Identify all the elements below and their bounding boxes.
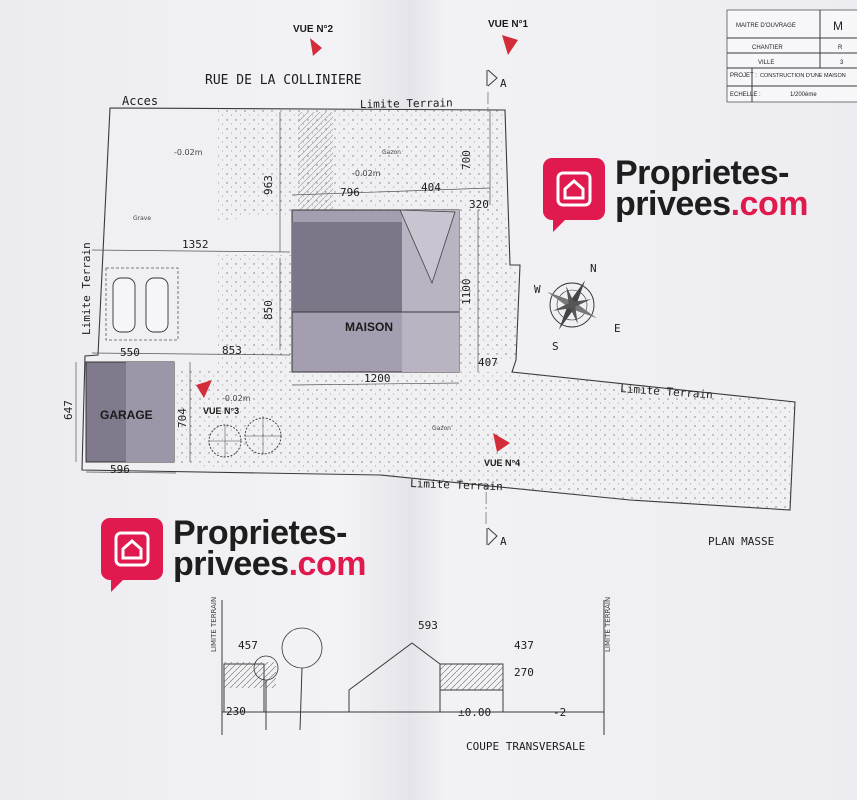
brand-tld: .com xyxy=(288,545,367,583)
access-label: Acces xyxy=(122,94,158,108)
coupe-level-minus: -2 xyxy=(553,706,566,719)
tree-icon xyxy=(208,417,282,458)
brand-name-line2: privees xyxy=(615,185,731,223)
lawn-south xyxy=(176,370,795,510)
brand-logo-icon xyxy=(543,158,605,232)
title-city-label: VILLE xyxy=(758,60,774,66)
title-scale-label: ECHELLE : xyxy=(730,92,761,98)
dim-850: 850 xyxy=(262,300,275,320)
title-site-label: CHANTIER xyxy=(752,45,783,51)
limite-terrain-right: Limite Terrain xyxy=(620,382,713,401)
dim-963: 963 xyxy=(262,175,275,195)
dim-1200: 1200 xyxy=(364,372,391,385)
parking-area xyxy=(105,267,179,341)
limite-terrain-bottom: Limite Terrain xyxy=(410,477,503,493)
compass-w: W xyxy=(534,283,541,296)
section-mark-top: A xyxy=(500,77,507,90)
title-city-value: 3 xyxy=(840,60,844,66)
coupe-dim-457: 457 xyxy=(238,639,258,652)
plan-masse-title: PLAN MASSE xyxy=(708,535,774,548)
coupe-level-zero: ±0.00 xyxy=(458,706,491,719)
title-project-label: PROJET : xyxy=(730,73,757,79)
section-mark-bottom: A xyxy=(500,535,507,548)
coupe-title: COUPE TRANSVERSALE xyxy=(466,740,585,753)
gazon-label-north: Gazon xyxy=(382,149,401,156)
compass-n: N xyxy=(590,262,597,275)
section-marker-bottom: A xyxy=(486,527,507,548)
house-footprint: MAISON xyxy=(291,209,460,373)
title-site-value: R xyxy=(838,45,843,51)
title-project-value: CONSTRUCTION D'UNE MAISON xyxy=(760,73,846,79)
brand-watermark: Proprietes- privees.com xyxy=(543,154,809,232)
lawn-west xyxy=(218,255,292,370)
coupe-dim-230: 230 xyxy=(226,705,246,718)
tree-icon xyxy=(253,627,323,731)
dim-647: 647 xyxy=(62,400,75,420)
gazon-label-south: Gazon xyxy=(432,425,451,432)
view-1-label: VUE N°1 xyxy=(488,19,529,30)
brand-name-line2: privees xyxy=(173,545,289,583)
house-label: MAISON xyxy=(345,320,393,334)
garage-label: GARAGE xyxy=(100,408,153,422)
dim-404: 404 xyxy=(421,181,441,194)
compass-rose-icon: N E S W xyxy=(534,262,621,353)
view-2-arrow-icon xyxy=(310,38,322,56)
title-block: MAITRE D'OUVRAGE M CHANTIER R VILLE 3 PR… xyxy=(726,9,857,103)
level-2: -0.02m xyxy=(352,169,381,178)
car-icon xyxy=(112,277,136,333)
title-scale-value: 1/200ème xyxy=(790,92,817,98)
level-1: -0.02m xyxy=(174,148,203,157)
dim-700: 700 xyxy=(460,150,473,170)
title-owner-value: M xyxy=(833,19,843,33)
view-2-label: VUE N°2 xyxy=(293,24,334,35)
limite-terrain-left: Limite Terrain xyxy=(80,242,93,335)
dim-596: 596 xyxy=(110,463,130,476)
coupe-limit-left: LIMITE TERRAIN xyxy=(210,597,218,652)
brand-name-line1: Proprietes- xyxy=(173,514,347,552)
level-3: -0.02m xyxy=(222,394,251,403)
dim-796: 796 xyxy=(340,186,360,199)
dim-853: 853 xyxy=(222,344,242,357)
dim-550: 550 xyxy=(120,346,140,359)
view-4-label: VUE N°4 xyxy=(484,458,520,468)
lawn-east xyxy=(458,210,520,372)
view-3-arrow-icon xyxy=(196,380,212,398)
coupe-limit-right: LIMITE TERRAIN xyxy=(604,597,612,652)
dim-407: 407 xyxy=(478,356,498,369)
compass-e: E xyxy=(614,322,621,335)
street-name: RUE DE LA COLLINIERE xyxy=(205,73,362,88)
limite-terrain-top: Limite Terrain xyxy=(360,96,453,111)
lawn-north xyxy=(218,110,505,220)
dim-320: 320 xyxy=(469,198,489,211)
view-4-arrow-icon xyxy=(493,433,510,452)
car-icon xyxy=(145,277,169,333)
view-3-label: VUE N°3 xyxy=(203,406,239,416)
coupe-dim-593: 593 xyxy=(418,619,438,632)
garage-footprint: GARAGE xyxy=(85,361,175,463)
dim-704: 704 xyxy=(176,408,189,428)
brand-tld: .com xyxy=(730,185,809,223)
title-owner-label: MAITRE D'OUVRAGE xyxy=(736,23,796,29)
coupe-dim-270: 270 xyxy=(514,666,534,679)
dim-1100: 1100 xyxy=(460,279,473,306)
compass-s: S xyxy=(552,340,559,353)
brand-name-line1: Proprietes- xyxy=(615,154,789,192)
grave-label: Grave xyxy=(133,215,151,222)
cross-section: LIMITE TERRAIN LIMITE TERRAIN 457 593 43… xyxy=(210,597,612,753)
brand-watermark: Proprietes- privees.com xyxy=(101,514,367,592)
brand-logo-icon xyxy=(101,518,163,592)
coupe-dim-437: 437 xyxy=(514,639,534,652)
section-marker-top: A xyxy=(486,69,507,90)
view-1-arrow-icon xyxy=(502,35,518,55)
dim-1352: 1352 xyxy=(182,238,209,251)
